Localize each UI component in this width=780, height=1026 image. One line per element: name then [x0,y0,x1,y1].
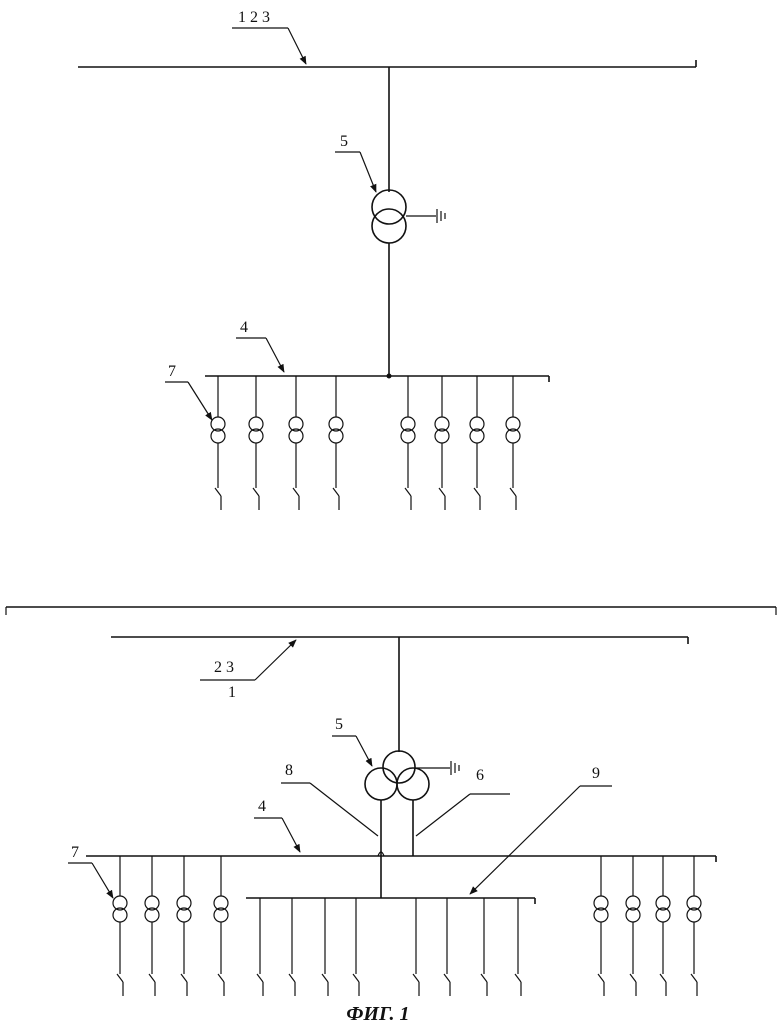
top-feeder-ct-label: 7 [168,363,176,380]
bottom-right-feeders [593,856,702,997]
bottom-bus-9-label: 9 [592,765,600,782]
bottom-left-feeders [112,856,229,997]
top-transformer-label: 5 [340,133,348,150]
bottom-bus-9-feeders [256,898,522,997]
bottom-ground-icon [415,761,460,775]
top-hv-leader [287,27,307,65]
bottom-feeder-ct-label: 7 [71,844,79,861]
bottom-hv-label-1: 1 [228,684,236,701]
top-power-transformer [371,189,407,244]
bottom-transformer-label: 5 [335,716,343,733]
top-scheme: 1 2 3 5 4 7 [78,9,697,511]
bottom-winding-6-label: 6 [476,767,484,784]
bottom-hv-label-23: 2 3 [214,659,234,676]
figure-caption: ФИГ. 1 [346,1003,409,1025]
top-feeders [210,376,521,511]
top-ground-icon [406,209,446,223]
bottom-lv-bus-label: 4 [258,798,266,815]
top-hv-label: 1 2 3 [238,9,270,26]
bottom-winding-8-label: 8 [285,762,293,779]
top-lv-bus-label: 4 [240,319,248,336]
bottom-scheme: 2 3 1 5 8 6 [68,636,717,997]
bottom-three-winding-transformer [364,750,430,801]
